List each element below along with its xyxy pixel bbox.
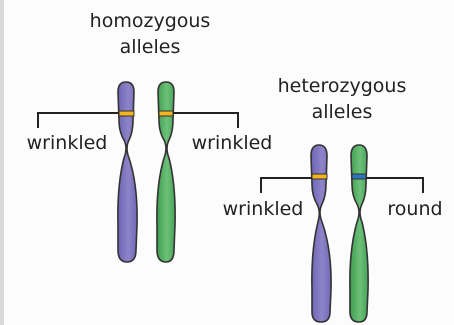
heterozygous-left-label: wrinkled <box>223 198 304 220</box>
allele-band-wrinkled <box>119 111 134 116</box>
heterozygous-right-label: round <box>387 198 442 220</box>
callout-line-right <box>173 113 238 128</box>
heterozygous-title-line2: alleles <box>312 101 373 123</box>
allele-band-wrinkled <box>312 174 327 179</box>
callout-line-left <box>261 178 312 193</box>
callout-line-right <box>366 178 423 193</box>
callout-line-left <box>38 113 119 128</box>
allele-band-round <box>352 174 366 179</box>
heterozygous-title-line1: heterozygous <box>278 75 407 97</box>
purple-chromosome-homozygous <box>118 82 137 262</box>
homozygous-title-line2: alleles <box>120 36 181 58</box>
homozygous-left-label: wrinkled <box>27 132 108 154</box>
homozygous-right-label: wrinkled <box>192 132 273 154</box>
purple-chromosome-heterozygous <box>311 145 331 322</box>
green-chromosome-homozygous <box>157 82 175 262</box>
allele-band-wrinkled <box>159 111 173 116</box>
green-chromosome-heterozygous <box>350 145 368 322</box>
homozygous-title-line1: homozygous <box>90 10 211 32</box>
